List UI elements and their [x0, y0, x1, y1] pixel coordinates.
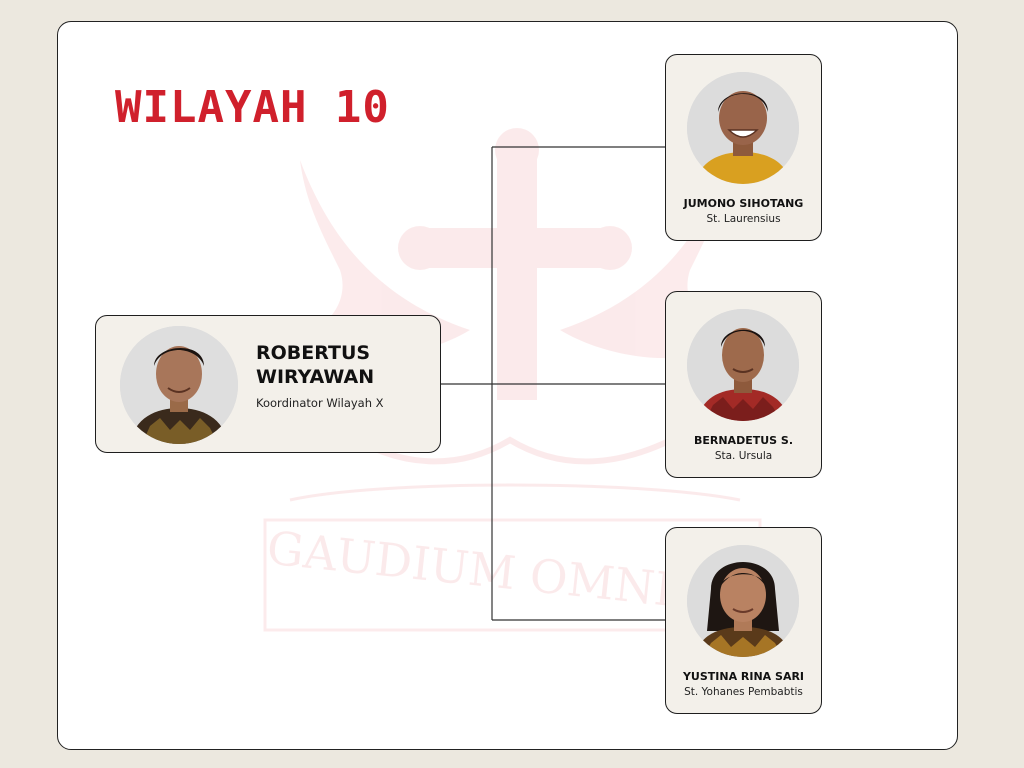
coordinator-name: ROBERTUS WIRYAWAN [256, 342, 375, 388]
member-avatar [687, 72, 799, 184]
coordinator-role: Koordinator Wilayah X [256, 396, 384, 410]
coordinator-card: ROBERTUS WIRYAWAN Koordinator Wilayah X [95, 315, 441, 453]
member-card: BERNADETUS S. Sta. Ursula [665, 291, 822, 478]
region-title: WILAYAH 10 [115, 82, 390, 133]
member-card: YUSTINA RINA SARI St. Yohanes Pembabtis [665, 527, 822, 714]
member-avatar [687, 545, 799, 657]
member-parish: Sta. Ursula [714, 450, 773, 462]
member-name: JUMONO SIHOTANG [683, 197, 804, 210]
member-avatar [687, 309, 799, 421]
member-name: YUSTINA RINA SARI [682, 670, 805, 683]
member-parish: St. Laurensius [706, 213, 781, 225]
member-parish: St. Yohanes Pembabtis [684, 686, 803, 698]
member-name: BERNADETUS S. [693, 434, 794, 447]
coordinator-avatar [120, 326, 238, 444]
member-card: JUMONO SIHOTANG St. Laurensius [665, 54, 822, 241]
